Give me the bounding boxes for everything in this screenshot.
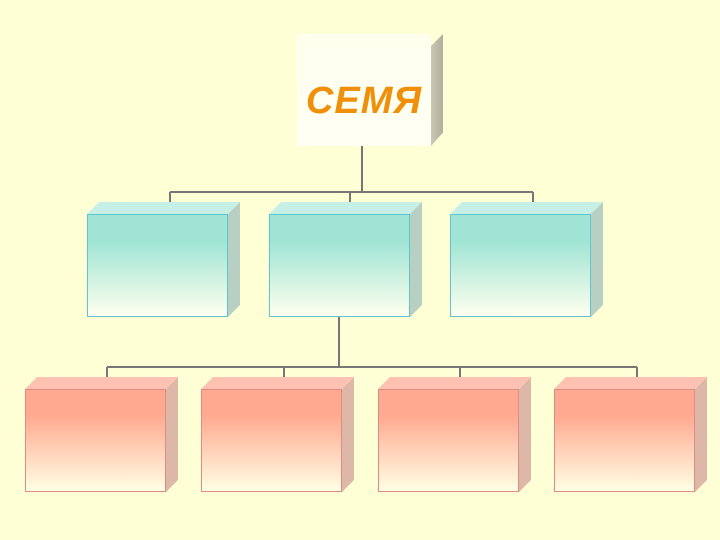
level2-box-face [378, 389, 519, 492]
level2-box-side [342, 377, 354, 492]
root-box-side [431, 34, 443, 146]
level2-box-top [201, 377, 354, 389]
level2-box-face [201, 389, 342, 492]
root-box-face [297, 34, 431, 146]
level2-box-2 [201, 377, 354, 492]
level2-box-top [554, 377, 707, 389]
level1-box-face [87, 214, 228, 317]
level1-box-side [228, 202, 240, 317]
level1-box-top [450, 202, 603, 214]
level1-box-face [269, 214, 410, 317]
level2-box-side [695, 377, 707, 492]
level1-box-1 [87, 202, 240, 317]
level1-box-side [410, 202, 422, 317]
level2-box-side [166, 377, 178, 492]
level2-box-3 [378, 377, 531, 492]
level2-box-top [25, 377, 178, 389]
level2-box-1 [25, 377, 178, 492]
level2-box-face [554, 389, 695, 492]
level1-box-face [450, 214, 591, 317]
root-title: СЕМЯ [305, 80, 423, 122]
level1-box-top [269, 202, 422, 214]
level1-box-3 [450, 202, 603, 317]
level2-box-face [25, 389, 166, 492]
level2-box-4 [554, 377, 707, 492]
level1-box-side [591, 202, 603, 317]
root-box: СЕМЯ [297, 34, 443, 146]
level1-box-top [87, 202, 240, 214]
level2-box-side [519, 377, 531, 492]
level2-box-top [378, 377, 531, 389]
level1-box-2 [269, 202, 422, 317]
